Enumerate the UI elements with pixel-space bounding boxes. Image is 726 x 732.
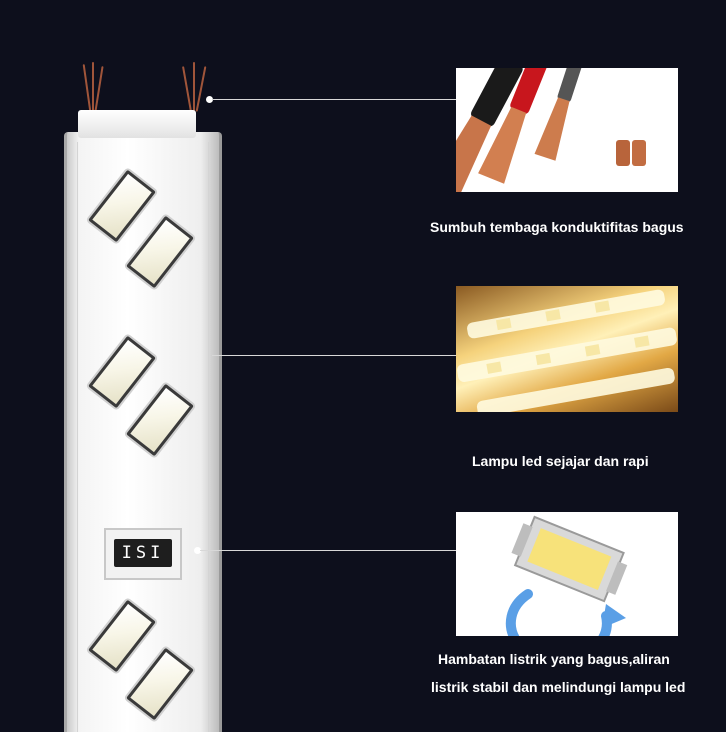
led-strip-photo xyxy=(456,286,678,412)
copper-wire-right-3 xyxy=(195,66,207,112)
callout-line xyxy=(200,550,458,551)
copper-wire-icon xyxy=(456,68,646,192)
copper-wire-right-2 xyxy=(193,62,195,112)
copper-wire-left-2 xyxy=(92,62,94,112)
strip-end-cap xyxy=(78,110,196,138)
led-chip-photo xyxy=(456,512,678,636)
strip-inner-edge xyxy=(77,142,209,732)
callout-line xyxy=(212,355,458,356)
callout-dot xyxy=(194,547,201,554)
copper-wire-photo xyxy=(456,68,678,192)
callout-dot xyxy=(206,96,213,103)
resistor-label: ISI xyxy=(114,539,172,567)
feature-caption-3a: Hambatan listrik yang bagus,aliran xyxy=(438,651,670,667)
feature-caption-1: Sumbuh tembaga konduktifitas bagus xyxy=(430,219,684,235)
copper-wire-left-3 xyxy=(94,66,104,112)
led-chip-rotate-icon xyxy=(505,515,628,636)
copper-wire-right xyxy=(182,66,192,112)
feature-caption-3b: listrik stabil dan melindungi lampu led xyxy=(431,679,686,695)
callout-line xyxy=(212,99,458,100)
led-strip-glow xyxy=(457,289,677,412)
copper-wire-left xyxy=(82,64,92,112)
feature-caption-2: Lampu led sejajar dan rapi xyxy=(472,453,649,469)
resistor: ISI xyxy=(104,528,182,580)
